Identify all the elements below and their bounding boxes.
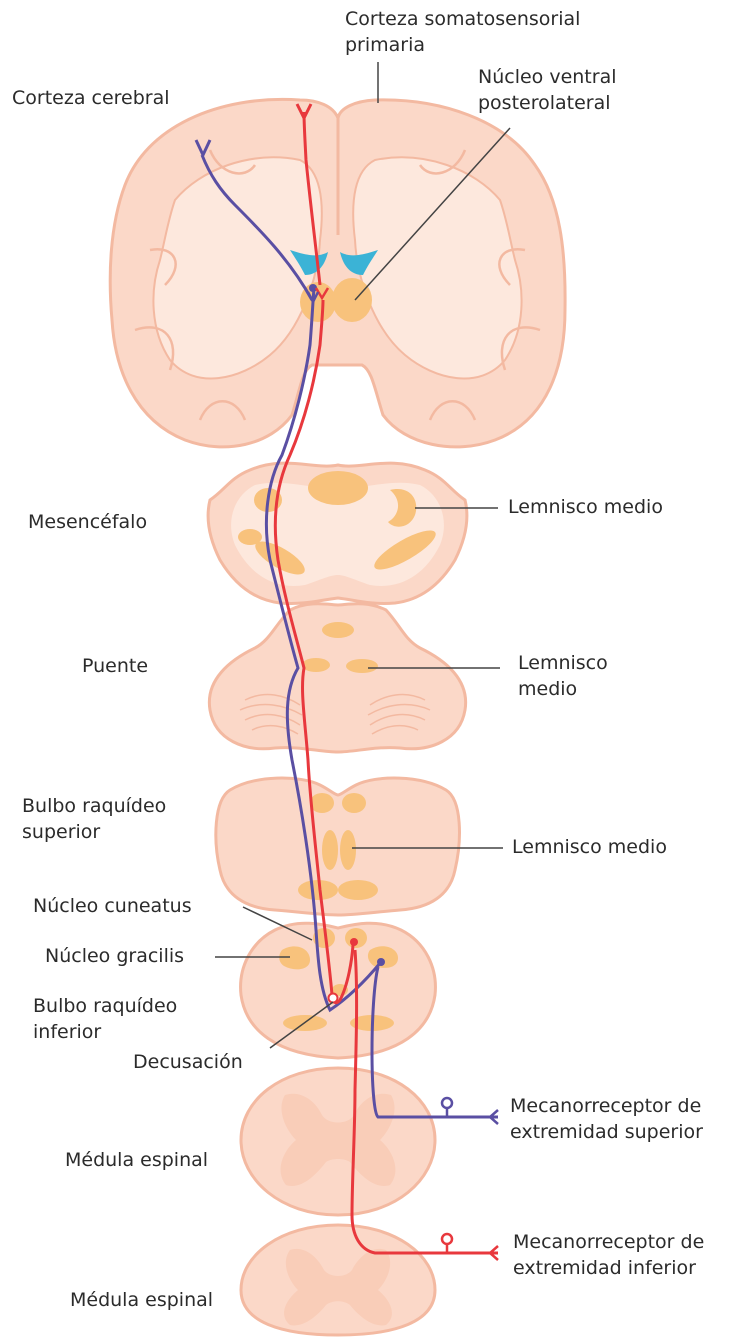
- label-puente: Puente: [82, 653, 148, 679]
- label-line: Lemnisco medio: [512, 834, 667, 860]
- midbrain-colliculus: [308, 471, 368, 505]
- label-line: Núcleo ventral: [478, 64, 617, 90]
- label-line: Lemnisco: [518, 650, 608, 676]
- label-line: Corteza cerebral: [12, 85, 170, 111]
- label-line: primaria: [345, 32, 580, 58]
- lower-medulla-section: [241, 923, 436, 1058]
- midbrain-section: [208, 463, 467, 603]
- spinal-cord-section-upper: [241, 1068, 435, 1215]
- label-line: Médula espinal: [70, 1287, 213, 1313]
- label-line: Mesencéfalo: [28, 509, 147, 535]
- label-mecanorreceptor-superior: Mecanorreceptor de extremidad superior: [510, 1093, 703, 1145]
- label-nucleo-cuneatus: Núcleo cuneatus: [33, 893, 192, 919]
- label-decusacion: Decusación: [133, 1049, 243, 1075]
- lower-limb-synapse-medulla: [350, 938, 358, 946]
- upper-limb-synapse-thalamus: [309, 284, 317, 292]
- right-thalamus-vpl: [332, 278, 372, 322]
- label-lemnisco-medio-midbrain: Lemnisco medio: [508, 494, 663, 520]
- label-lemnisco-medio-pons: Lemnisco medio: [518, 650, 608, 702]
- label-mesencefalo: Mesencéfalo: [28, 509, 147, 535]
- label-line: inferior: [33, 1019, 177, 1045]
- decussation-point: [329, 994, 338, 1003]
- label-line: superior: [22, 819, 166, 845]
- medial-lemniscus-pons-left: [302, 658, 330, 672]
- medial-lemniscus-upper-medulla-left: [322, 830, 338, 870]
- label-line: Corteza somatosensorial: [345, 6, 580, 32]
- label-line: Médula espinal: [65, 1147, 208, 1173]
- label-line: Lemnisco medio: [508, 494, 663, 520]
- label-medula-espinal-lower: Médula espinal: [70, 1287, 213, 1313]
- label-lemnisco-medio-medulla: Lemnisco medio: [512, 834, 667, 860]
- upper-limb-synapse-medulla: [377, 958, 385, 966]
- label-line: Núcleo gracilis: [45, 943, 184, 969]
- upper-medulla-nucleus-right-top: [342, 793, 366, 813]
- label-corteza-cerebral: Corteza cerebral: [12, 85, 170, 111]
- label-bulbo-raquideo-superior: Bulbo raquídeo superior: [22, 793, 166, 845]
- label-mecanorreceptor-inferior: Mecanorreceptor de extremidad inferior: [513, 1229, 704, 1281]
- upper-medulla-nucleus-left-top: [310, 793, 334, 813]
- brain-coronal-section: [110, 99, 565, 447]
- label-line: posterolateral: [478, 90, 617, 116]
- label-line: Mecanorreceptor de: [513, 1229, 704, 1255]
- label-line: Bulbo raquídeo: [33, 993, 177, 1019]
- label-bulbo-raquideo-inferior: Bulbo raquídeo inferior: [33, 993, 177, 1045]
- medial-lemniscus-pons-right: [346, 659, 378, 673]
- label-line: Núcleo cuneatus: [33, 893, 192, 919]
- label-line: extremidad inferior: [513, 1255, 704, 1281]
- label-line: medio: [518, 676, 608, 702]
- label-medula-espinal-upper: Médula espinal: [65, 1147, 208, 1173]
- label-line: Mecanorreceptor de: [510, 1093, 703, 1119]
- label-nucleo-gracilis: Núcleo gracilis: [45, 943, 184, 969]
- upper-limb-ganglion-icon: [442, 1098, 452, 1108]
- upper-medulla-section: [216, 778, 460, 915]
- label-corteza-somatosensorial: Corteza somatosensorial primaria: [345, 6, 580, 58]
- label-line: Decusación: [133, 1049, 243, 1075]
- spinal-cord-section-lower: [241, 1225, 435, 1335]
- pons-section: [209, 604, 465, 752]
- label-line: Puente: [82, 653, 148, 679]
- medial-lemniscus-upper-medulla-right: [340, 830, 356, 870]
- label-line: Bulbo raquídeo: [22, 793, 166, 819]
- label-nucleo-ventral-posterolateral: Núcleo ventral posterolateral: [478, 64, 617, 116]
- pons-fourth-ventricle-floor: [322, 622, 354, 638]
- lower-limb-ganglion-icon: [442, 1234, 452, 1244]
- label-line: extremidad superior: [510, 1119, 703, 1145]
- upper-medulla-pyramid-right: [338, 880, 378, 900]
